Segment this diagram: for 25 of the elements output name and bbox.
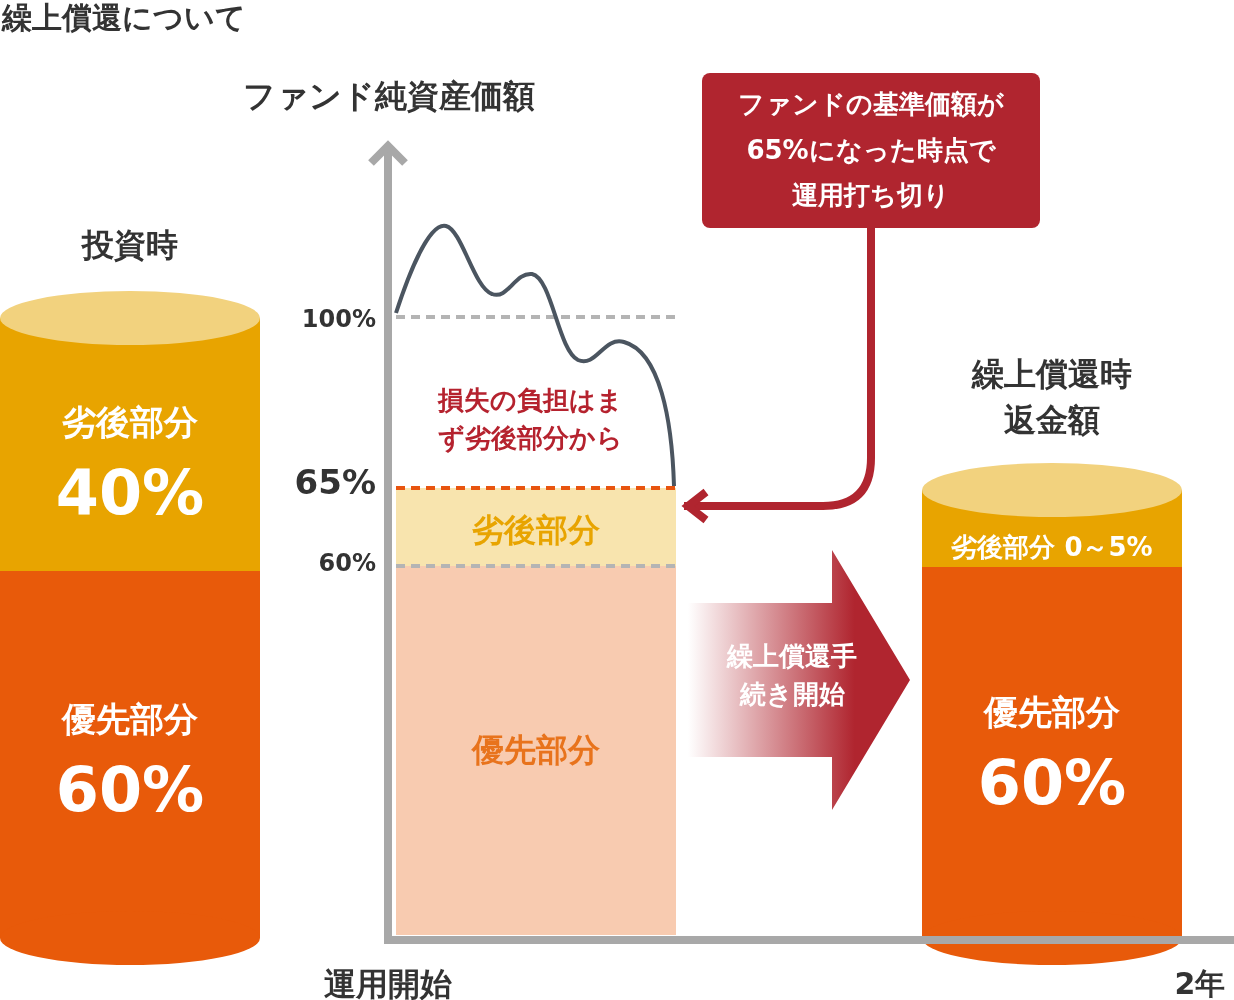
edge-label: 繰上償還手続き開始 — [725, 640, 858, 711]
axis-label: 運用開始 — [324, 963, 452, 1000]
tick-label: 65% — [294, 461, 376, 505]
segment-label: ファンドの基準価額が65%になった時点で運用打ち切り — [737, 87, 1005, 212]
segment-label: 優先部分 — [62, 698, 198, 742]
chart-band — [396, 488, 676, 566]
percentage-text: 40% — [55, 455, 205, 532]
arrow — [684, 228, 875, 524]
percentage-text: 60% — [977, 745, 1127, 822]
title: 繰上償還について — [2, 0, 246, 38]
segment-label: 劣後部分 — [62, 401, 198, 445]
chart-band — [396, 566, 676, 935]
axis-label: 2年 — [1174, 965, 1226, 1000]
tick-label: 100% — [301, 303, 376, 335]
annotation-text: 損失の負担はまず劣後部分から — [436, 384, 624, 455]
segment-label: 劣後部分 — [472, 509, 600, 551]
tick-label: 60% — [318, 547, 376, 579]
segment-label: 優先部分 — [472, 729, 600, 771]
segment-label: 劣後部分 0～5% — [951, 531, 1153, 565]
percentage-text: 60% — [55, 752, 205, 829]
callout-box — [702, 73, 1040, 228]
label-text: 繰上償還時返金額 — [970, 353, 1133, 441]
axis-title: ファンド純資産価額 — [243, 75, 535, 117]
label-text: 投資時 — [82, 224, 178, 266]
segment-label: 優先部分 — [984, 691, 1120, 735]
